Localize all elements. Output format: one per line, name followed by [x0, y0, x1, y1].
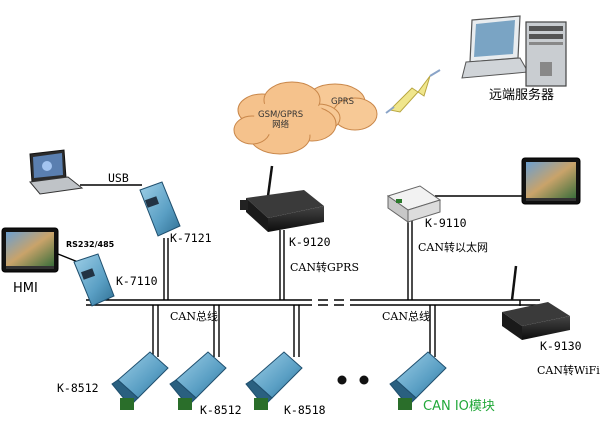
- k9120-label: K-9120: [289, 235, 331, 249]
- k7110-module-icon: [73, 253, 115, 307]
- hmi-panel-icon: [1, 227, 59, 273]
- k9130-gateway-icon: [502, 265, 570, 340]
- hmi-label: HMI: [13, 281, 38, 296]
- remote-server-label: 远端服务器: [489, 88, 555, 103]
- k8512-label-b: K-8512: [200, 403, 242, 417]
- tablet-icon: [521, 157, 581, 205]
- rs232-485-label: RS232/485: [66, 240, 115, 249]
- io-module-3-icon: [245, 351, 303, 410]
- cloud-label-back: GPRS: [331, 97, 355, 107]
- can-bus-left-label: CAN总线: [170, 310, 218, 323]
- can-bus: [86, 299, 540, 306]
- lightning-wireless-icon: [385, 69, 441, 114]
- can-wifi-label: CAN转WiFi: [537, 364, 600, 377]
- can-bus-right-label: CAN总线: [382, 310, 430, 323]
- k7121-label: K-7121: [170, 231, 212, 245]
- k7121-module-icon: [139, 181, 181, 237]
- cloud-icon: [233, 81, 378, 155]
- cloud-label-line2: 网络: [272, 119, 290, 130]
- k9110-gateway-icon: [386, 185, 442, 223]
- usb-label: USB: [108, 171, 129, 185]
- k9120-gateway-icon: [240, 165, 324, 232]
- can-io-module-label: CAN IO模块: [423, 399, 495, 414]
- io-module-1-icon: [111, 351, 169, 410]
- k7110-label: K-7110: [116, 274, 158, 288]
- k8512-label-a: K-8512: [57, 381, 99, 395]
- k9130-label: K-9130: [540, 339, 582, 353]
- io-module-2-icon: [169, 351, 227, 410]
- can-gprs-label: CAN转GPRS: [290, 261, 359, 274]
- laptop-icon: [29, 149, 84, 195]
- can-ethernet-label: CAN转以太网: [418, 241, 488, 254]
- k9110-label: K-9110: [425, 216, 467, 230]
- cloud-label-line1: GSM/GPRS: [258, 110, 304, 120]
- io-module-4-icon: [389, 351, 447, 410]
- k8518-label: K-8518: [284, 403, 326, 417]
- io-drop-lines: [152, 305, 436, 357]
- device-links: [57, 69, 522, 306]
- remote-server-icon: [461, 15, 567, 87]
- cloud-label-main: GSM/GPRS 网络: [258, 110, 304, 131]
- ellipsis-dots-icon: [337, 375, 369, 385]
